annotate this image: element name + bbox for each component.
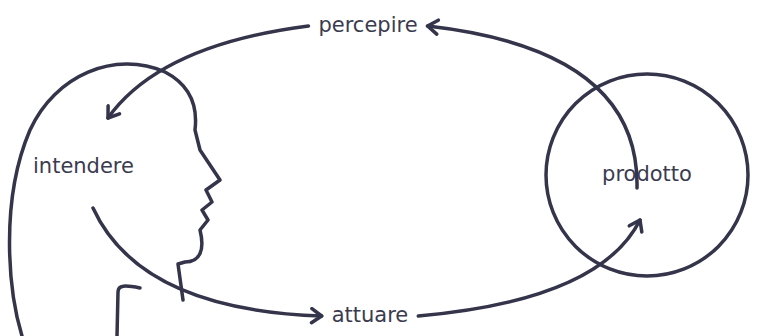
- node-label: prodotto: [602, 162, 692, 187]
- node-label: intendere: [33, 154, 134, 179]
- edge-label: attuare: [330, 303, 411, 328]
- product-circle: prodotto: [544, 72, 750, 278]
- edge-label: percepire: [316, 13, 419, 38]
- arrow-segment: [108, 26, 308, 118]
- arrow-segment: [93, 208, 322, 316]
- head-outline: intendere: [0, 50, 225, 336]
- head-silhouette: [0, 50, 225, 336]
- flow-arrow: [108, 26, 637, 188]
